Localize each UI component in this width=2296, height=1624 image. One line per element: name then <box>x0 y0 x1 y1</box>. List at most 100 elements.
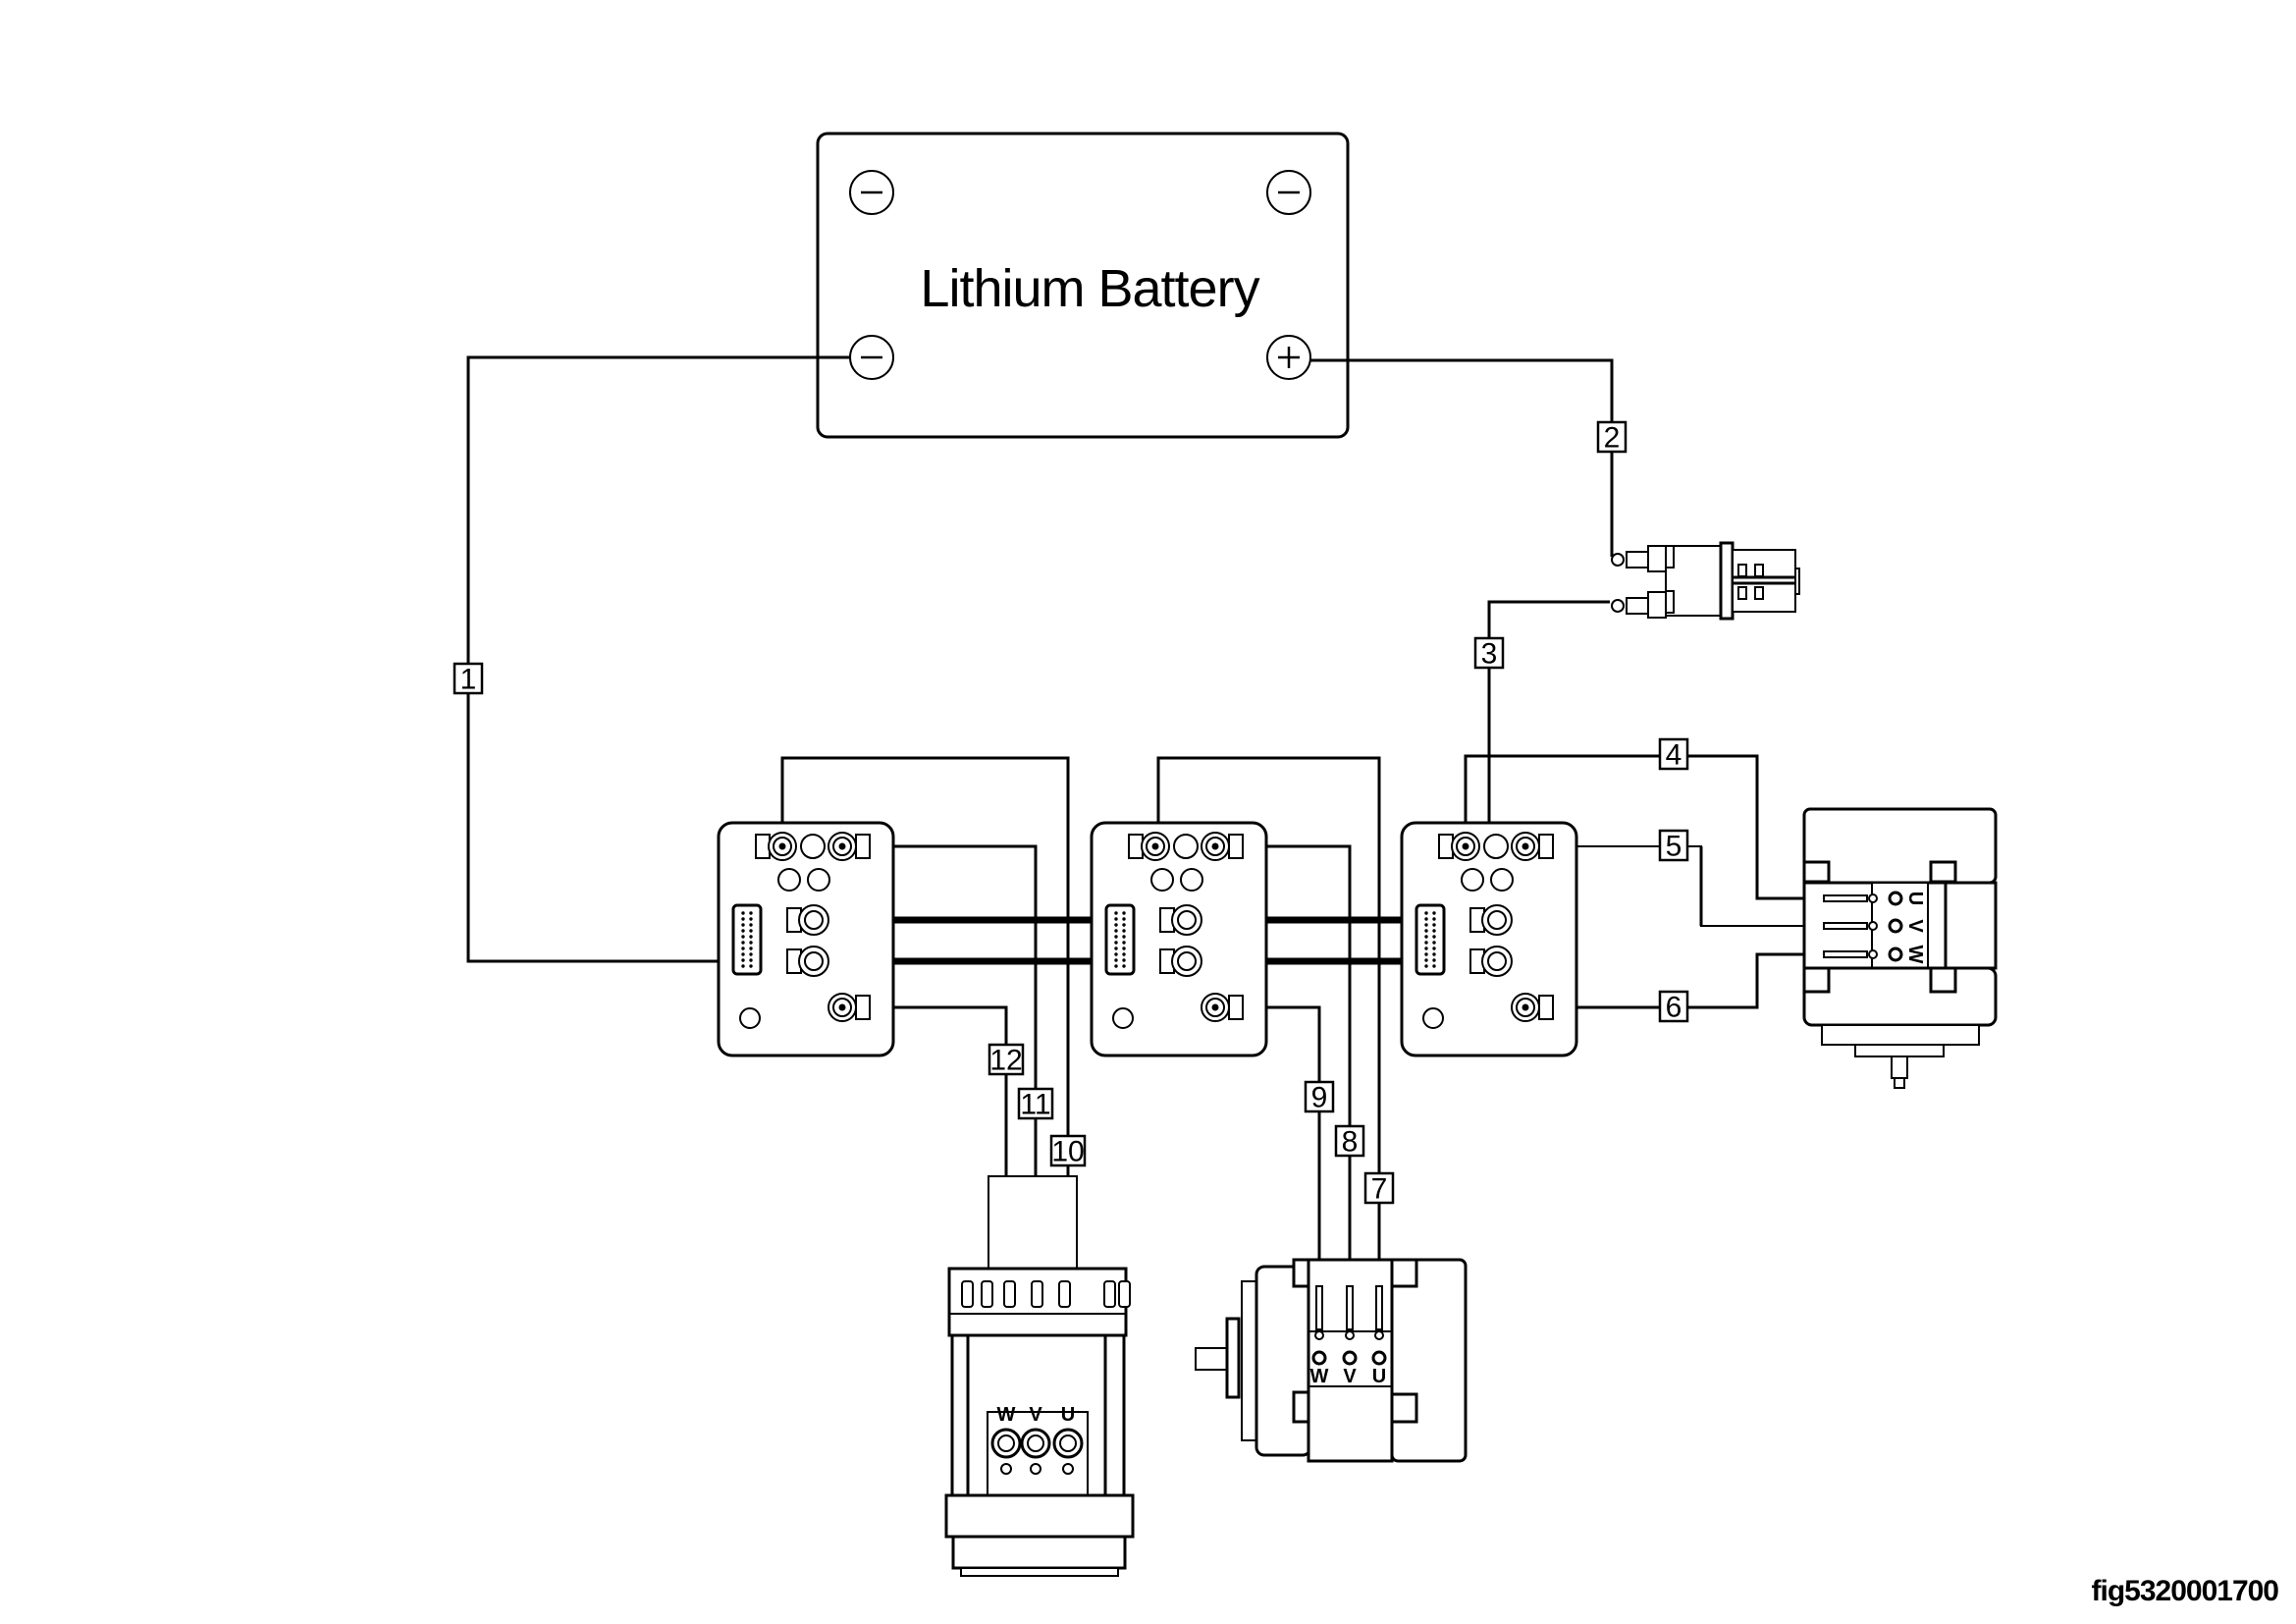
connector-pin <box>1122 917 1126 921</box>
wire-tag-label: 2 <box>1604 422 1621 455</box>
terminal-b-negative-inner <box>1177 951 1197 971</box>
connector-pin <box>1122 964 1126 968</box>
terminal-b-positive-inner <box>1177 910 1197 930</box>
connector-pin <box>1432 929 1436 933</box>
main-contactor <box>1611 541 1800 621</box>
connector-pin <box>1114 964 1118 968</box>
contactor-post <box>1626 597 1649 615</box>
wire-tag-2: 2 <box>1596 420 1628 455</box>
motor-shaft <box>1195 1347 1228 1371</box>
connector-pin <box>1122 923 1126 927</box>
phase-lead-ring <box>1868 921 1878 931</box>
phase-lead-u <box>1375 1285 1383 1330</box>
connector-pin <box>749 917 753 921</box>
terminal-tag-u <box>1438 834 1454 859</box>
wire-tag-10: 10 <box>1049 1134 1087 1168</box>
wire-tag-box <box>1304 1080 1335 1113</box>
mounting-hole <box>1422 1007 1444 1029</box>
motor-shaft <box>1891 1056 1908 1079</box>
phase-terminal-screw <box>1000 1463 1012 1475</box>
wire-tag-box <box>1596 420 1628 454</box>
cooling-slot <box>981 1280 993 1308</box>
connector-pin <box>1424 911 1428 915</box>
connector-pin <box>1122 911 1126 915</box>
wire-tag-label: 12 <box>989 1045 1022 1077</box>
battery-terminal-negative <box>1266 170 1311 215</box>
connector-pin <box>1424 917 1428 921</box>
bolt-head <box>1390 1258 1418 1288</box>
wire-tag-1: 1 <box>453 662 484 696</box>
connector-pin <box>1424 964 1428 968</box>
connector-pin <box>741 923 745 927</box>
motor-shaft-tip <box>1894 1077 1905 1089</box>
bolt-head <box>1929 966 1957 994</box>
phase-terminal-w <box>1888 947 1903 962</box>
wire-tag-box <box>1017 1087 1054 1120</box>
connector-pin <box>741 935 745 939</box>
wire-tag-box <box>1334 1124 1365 1158</box>
wire-tag-box <box>1049 1134 1087 1167</box>
coil-terminal <box>1754 564 1764 577</box>
terminal-tag-v <box>855 834 871 859</box>
coil-terminal <box>1754 586 1764 600</box>
controller-middle <box>1090 821 1268 1057</box>
mounting-hole <box>1180 868 1203 892</box>
wire-tag-12: 12 <box>988 1043 1025 1077</box>
contactor-body-tab <box>1665 590 1675 614</box>
connector-pin <box>749 941 753 945</box>
phase-terminal-v <box>1342 1350 1358 1366</box>
connector-pin <box>741 929 745 933</box>
mounting-hole <box>1490 868 1514 892</box>
phase-terminal-screw <box>1030 1463 1041 1475</box>
motor-top-housing <box>1802 807 1998 885</box>
wire-tag-box <box>988 1043 1025 1076</box>
terminal-b-negative-inner <box>1487 951 1507 971</box>
wire-tag-label: 5 <box>1666 831 1682 863</box>
phase-label-w: W <box>1904 946 1926 964</box>
terminal-tag-w <box>1538 995 1554 1020</box>
connector-pin <box>741 947 745 950</box>
mounting-hole <box>1112 1007 1134 1029</box>
connector-pin <box>1114 952 1118 956</box>
connector-pin <box>1424 947 1428 950</box>
phase-lead-ring <box>1868 949 1878 959</box>
bolt-head <box>1929 860 1957 884</box>
connector-pin <box>1122 929 1126 933</box>
contactor-nut <box>1647 545 1667 572</box>
mounting-hole <box>777 868 801 892</box>
phase-label-u: U <box>1061 1404 1075 1426</box>
battery: Lithium Battery <box>816 132 1350 439</box>
connector-pin <box>1122 947 1126 950</box>
battery-terminal-positive <box>1266 335 1311 380</box>
wire-3 <box>1487 600 1610 920</box>
motor-foot <box>960 1567 1119 1577</box>
wire-tag-7: 7 <box>1363 1171 1395 1206</box>
coil-terminal <box>1737 564 1747 577</box>
terminal-v-center <box>838 842 846 850</box>
bolt-head <box>1802 966 1831 994</box>
wire-tag-box <box>453 662 484 695</box>
mounting-hole <box>1150 868 1174 892</box>
bolt-head <box>1802 860 1831 884</box>
connector-pin <box>741 941 745 945</box>
terminal-b-positive-inner <box>1487 910 1507 930</box>
wire-4 <box>1464 754 1880 900</box>
motor-front-cover <box>1255 1265 1312 1457</box>
connector-pin <box>1424 923 1428 927</box>
connector-pin <box>749 929 753 933</box>
signal-connector <box>731 903 763 976</box>
connector-pin <box>749 911 753 915</box>
terminal-tag-w <box>1228 995 1244 1020</box>
connector-pin <box>749 935 753 939</box>
cooling-slot <box>1031 1280 1043 1308</box>
contactor-end <box>1794 568 1800 595</box>
connector-pin <box>1432 947 1436 950</box>
terminal-w-center <box>1522 1003 1529 1011</box>
cooling-slot <box>1003 1280 1016 1308</box>
wire-7 <box>1156 756 1381 1286</box>
wire-tag-label: 4 <box>1666 739 1682 772</box>
terminal-u-center <box>1151 842 1159 850</box>
